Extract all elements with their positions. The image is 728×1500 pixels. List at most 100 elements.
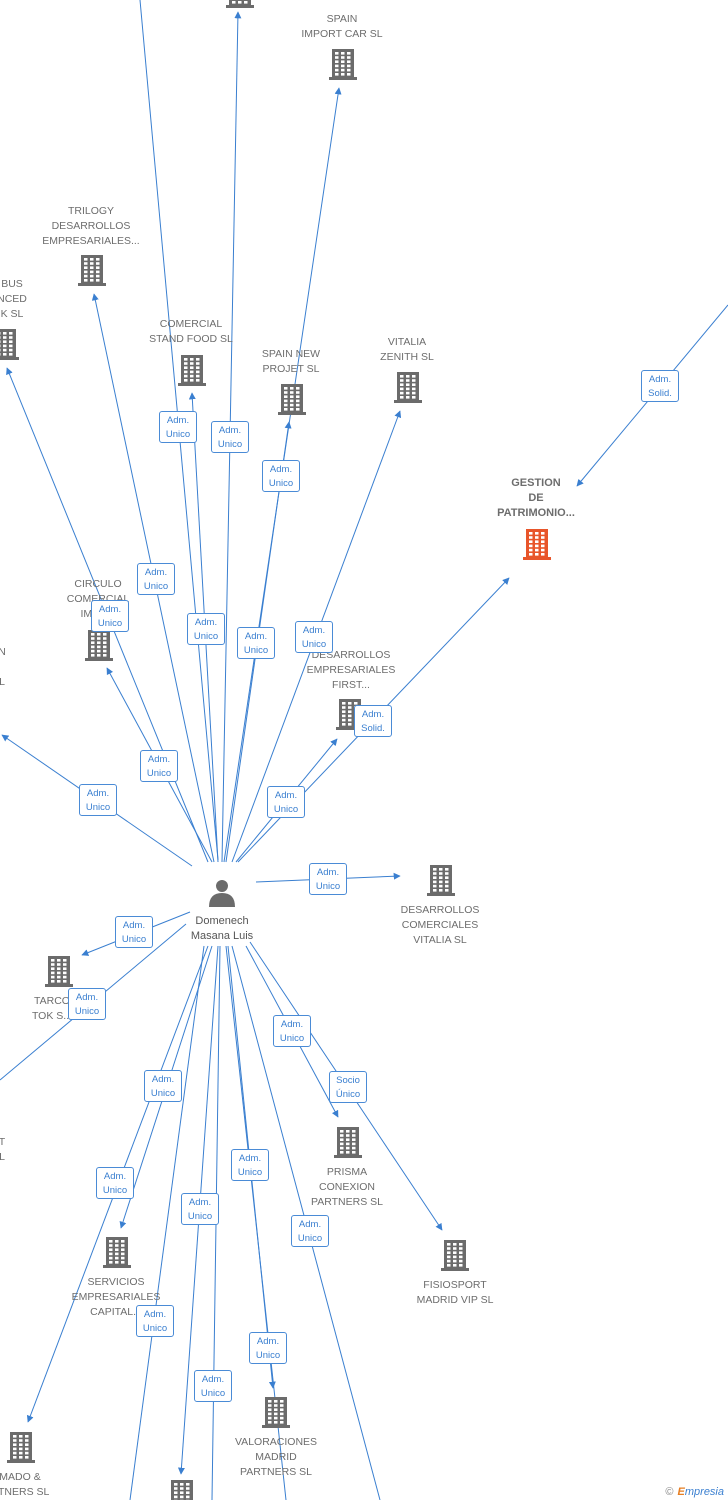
building-icon[interactable] — [262, 1397, 290, 1428]
company-label-line: VITALIA SL — [413, 934, 467, 946]
role-badge[interactable]: Adm.Unico — [295, 621, 333, 653]
role-badge[interactable]: Adm.Unico — [91, 600, 129, 632]
role-badge-line2: Único — [335, 1089, 361, 1100]
building-icon[interactable] — [226, 0, 254, 8]
role-badge[interactable]: Adm.Unico — [159, 411, 197, 443]
role-badge-line1: Adm. — [103, 1171, 127, 1182]
role-badge-line2: Unico — [268, 478, 294, 489]
role-badge[interactable]: Adm.Solid. — [354, 705, 392, 737]
role-badge-line1: Adm. — [298, 1219, 322, 1230]
role-badge[interactable]: Adm.Unico — [231, 1149, 269, 1181]
company-label-line: CIRCULO — [74, 578, 122, 590]
role-badge[interactable]: Adm.Unico — [194, 1370, 232, 1402]
building-icon[interactable] — [427, 865, 455, 896]
building-icon[interactable] — [523, 529, 551, 560]
building-icon[interactable] — [394, 372, 422, 403]
company-label-line: CONEXION — [318, 1181, 375, 1193]
company-label-line: EMPRESARIALES — [71, 1291, 161, 1303]
building-icon[interactable] — [0, 329, 19, 360]
role-badge[interactable]: Adm.Unico — [115, 916, 153, 948]
company-label-line: SPAIN — [326, 13, 358, 25]
brand-initial: E — [677, 1486, 685, 1498]
company-label-line: GESTION — [511, 477, 561, 489]
role-badge[interactable]: Adm.Unico — [249, 1332, 287, 1364]
company-label-line: DESARROLLOS — [51, 220, 131, 232]
role-badge-line1: Adm. — [274, 790, 298, 801]
role-badge[interactable]: Adm.Unico — [136, 1305, 174, 1337]
footer-brand[interactable]: ©Empresia — [665, 1486, 724, 1498]
role-badge[interactable]: Adm.Solid. — [641, 370, 679, 402]
role-badge[interactable]: Adm. Unico — [181, 1193, 219, 1225]
role-badge[interactable]: Adm.Unico — [273, 1015, 311, 1047]
building-icon[interactable] — [103, 1237, 131, 1268]
role-badge[interactable]: Adm.Unico — [144, 1070, 182, 1102]
role-badge-line1: Adm. — [256, 1336, 280, 1347]
company-label-line: RTNERS SL — [0, 1486, 50, 1498]
building-icon[interactable] — [85, 630, 113, 661]
company-label-mado-partners[interactable]: MADO & RTNERS SL — [0, 1470, 49, 1500]
company-label-line: L — [0, 1151, 5, 1163]
role-badge[interactable]: Adm.Unico — [309, 863, 347, 895]
role-badge-line2: Unico — [273, 804, 299, 815]
role-badge[interactable]: Adm.Unico — [137, 563, 175, 595]
person-icon[interactable] — [209, 880, 235, 907]
role-badge[interactable]: Adm.Unico — [211, 421, 249, 453]
building-icon[interactable] — [7, 1432, 35, 1463]
building-icon[interactable] — [329, 49, 357, 80]
building-icon[interactable] — [78, 255, 106, 286]
building-icon[interactable] — [278, 384, 306, 415]
role-badge[interactable]: Adm.Unico — [140, 750, 178, 782]
building-icon[interactable] — [334, 1127, 362, 1158]
company-label-line: TRILOGY — [67, 205, 115, 217]
role-badge-line2: Unico — [297, 1233, 323, 1244]
role-badge[interactable]: Adm.Unico — [187, 613, 225, 645]
role-badge-line2: Unico — [187, 1211, 213, 1222]
building-icon[interactable] — [168, 1480, 196, 1500]
building-icon[interactable] — [441, 1240, 469, 1271]
role-badge-line2: Unico — [85, 802, 111, 813]
company-label-line: K SL — [0, 308, 24, 320]
company-label-line: MADRID — [255, 1451, 297, 1463]
role-badge-line1: Adm. — [144, 567, 168, 578]
role-badge[interactable]: Adm.Unico — [96, 1167, 134, 1199]
company-label-line: ZENITH SL — [380, 351, 434, 363]
role-badge-line1: Adm. — [166, 415, 190, 426]
company-label-line: MADO & — [0, 1471, 41, 1483]
company-label-line: PROJET SL — [262, 363, 320, 375]
person-name[interactable]: Domenech Masana Luis — [191, 914, 253, 944]
role-badge-line2: Unico — [237, 1167, 263, 1178]
company-label-line: PARTNERS SL — [240, 1466, 312, 1478]
building-icon[interactable] — [45, 956, 73, 987]
company-label-line: TARCO — [34, 995, 70, 1007]
role-badge[interactable]: Adm.Unico — [68, 988, 106, 1020]
role-badge[interactable]: Adm.Unico — [79, 784, 117, 816]
building-icon[interactable] — [178, 355, 206, 386]
role-badge-line2: Unico — [121, 934, 147, 945]
role-badge[interactable]: Adm.Unico — [262, 460, 300, 492]
company-label-line: PATRIMONIO... — [497, 507, 575, 519]
company-label-line: PARTNERS SL — [311, 1196, 383, 1208]
company-label-line: FIRST... — [332, 679, 370, 691]
company-label-left-n[interactable]: N L — [0, 645, 6, 690]
company-label-line: DESARROLLOS — [400, 904, 480, 916]
role-badge[interactable]: Adm. Unico — [291, 1215, 329, 1247]
role-badge[interactable]: Adm.Unico — [237, 627, 275, 659]
role-badge-line1: Adm. — [188, 1197, 212, 1208]
role-badge[interactable]: Adm. Unico — [267, 786, 305, 818]
